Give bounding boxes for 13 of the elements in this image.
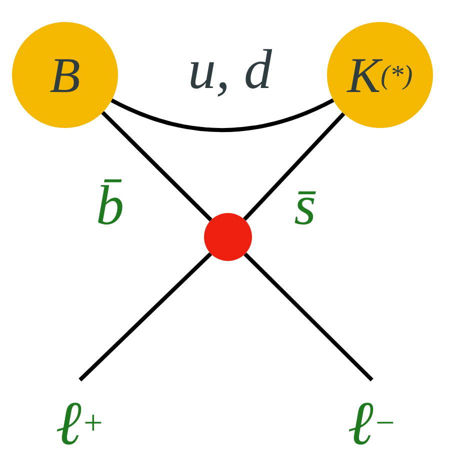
line <box>242 112 346 221</box>
edge-label: u, d <box>188 42 272 98</box>
line <box>101 110 212 222</box>
particle-label: ℓ$^{−}$ <box>327 382 417 466</box>
edge-label: b̄ <box>96 178 124 234</box>
edge-label: s̄ <box>294 178 316 234</box>
line <box>244 252 374 382</box>
particle-circle: B <box>12 22 118 128</box>
line <box>78 252 212 382</box>
curved-line <box>110 98 334 132</box>
vertex-dot <box>204 213 252 261</box>
particle-label: ℓ$^{+}$ <box>35 382 125 466</box>
particle-circle: K$^{(*)}$ <box>327 22 433 128</box>
